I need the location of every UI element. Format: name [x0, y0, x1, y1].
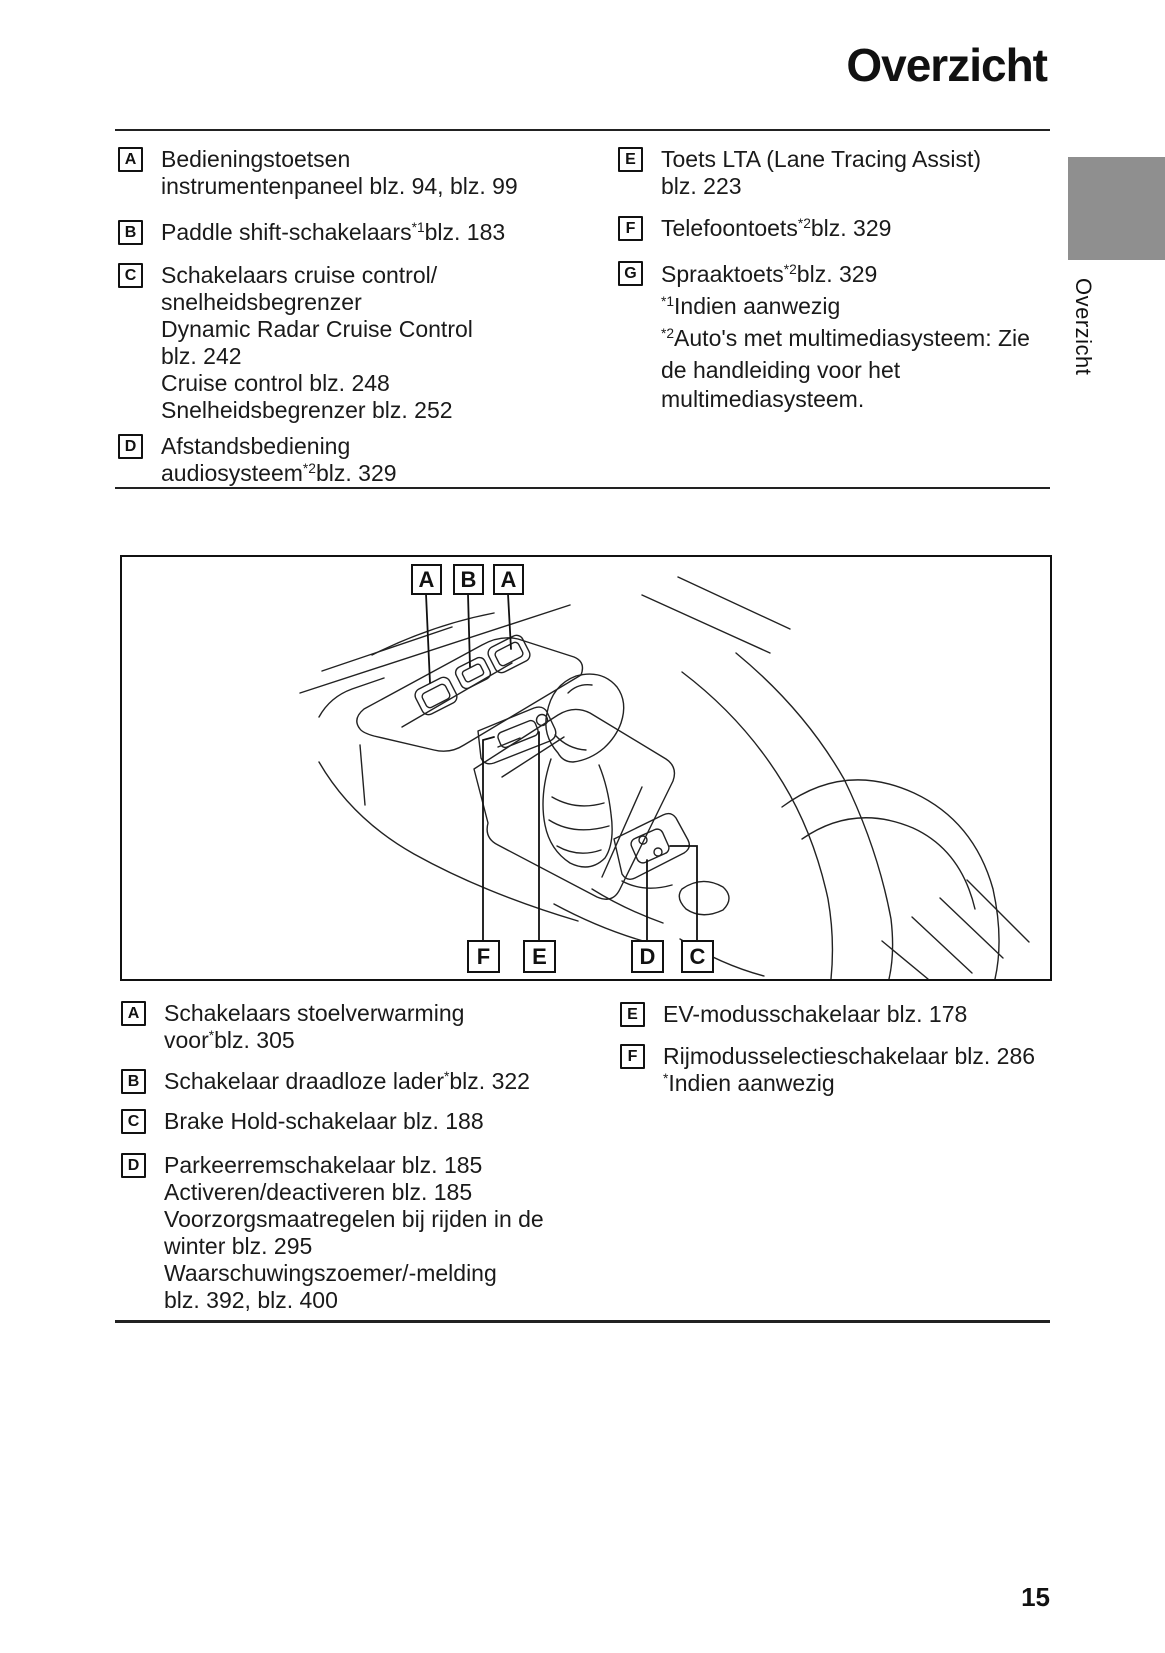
list-item: A Schakelaars stoelverwarming voor*blz. …: [121, 1000, 464, 1057]
list-item: E EV-modusschakelaar blz. 178: [620, 1001, 967, 1028]
callout-label-a2: A: [493, 564, 524, 595]
item-text: EV-modusschakelaar blz. 178: [663, 1001, 968, 1027]
list-item: A Bedieningstoetsen instrumentenpaneel b…: [118, 146, 518, 200]
item-text: Schakelaars stoelverwarming voor*blz. 30…: [164, 1000, 465, 1053]
callout-label-b: B: [453, 564, 484, 595]
item-letter-box: F: [620, 1044, 645, 1069]
list-item: D Parkeerremschakelaar blz. 185 Activere…: [121, 1152, 544, 1314]
item-letter-box: B: [121, 1069, 146, 1094]
list-item: C Schakelaars cruise control/ snelheidsb…: [118, 262, 473, 424]
item-letter-box: E: [618, 147, 643, 172]
item-text: Toets LTA (Lane Tracing Assist) blz. 223: [661, 146, 982, 199]
item-text: Bedieningstoetsen instrumentenpaneel blz…: [161, 146, 518, 199]
chapter-tab: [1068, 157, 1165, 260]
item-text: Parkeerremschakelaar blz. 185 Activeren/…: [164, 1152, 544, 1313]
item-letter-box: A: [121, 1001, 146, 1026]
item-letter-box: D: [121, 1153, 146, 1178]
mid-rule: [115, 487, 1050, 489]
item-text: Brake Hold-schakelaar blz. 188: [164, 1108, 484, 1134]
bottom-rule: [115, 1320, 1050, 1323]
console-diagram: A B A F E D C: [120, 555, 1052, 981]
console-drawing: [299, 576, 1030, 979]
list-item: B Paddle shift-schakelaars*1blz. 183: [118, 219, 505, 249]
callout-label-a1: A: [411, 564, 442, 595]
item-letter-box: D: [118, 434, 143, 459]
list-item: B Schakelaar draadloze lader*blz. 322: [121, 1068, 530, 1098]
item-text: Rijmodusselectieschakelaar blz. 286 *Ind…: [663, 1043, 1036, 1096]
item-letter-box: F: [618, 216, 643, 241]
item-letter-box: C: [118, 263, 143, 288]
page-title: Overzicht: [846, 39, 1048, 91]
list-item: G Spraaktoets*2blz. 329 *1Indien aanwezi…: [618, 260, 1030, 414]
item-text: Spraaktoets*2blz. 329 *1Indien aanwezig …: [661, 261, 1030, 412]
page-number: 15: [1021, 1582, 1050, 1612]
list-item: F Telefoontoets*2blz. 329: [618, 215, 891, 245]
item-text: Paddle shift-schakelaars*1blz. 183: [161, 219, 506, 245]
item-text: Schakelaars cruise control/ snelheidsbeg…: [161, 262, 473, 423]
list-item: F Rijmodusselectieschakelaar blz. 286 *I…: [620, 1043, 1035, 1100]
item-letter-box: G: [618, 261, 643, 286]
top-rule: [115, 129, 1050, 131]
list-item: C Brake Hold-schakelaar blz. 188: [121, 1108, 484, 1135]
item-letter-box: E: [620, 1002, 645, 1027]
item-text: Afstandsbediening audiosysteem*2blz. 329: [161, 433, 397, 486]
item-letter-box: A: [118, 147, 143, 172]
item-text: Telefoontoets*2blz. 329: [661, 215, 892, 241]
item-text: Schakelaar draadloze lader*blz. 322: [164, 1068, 530, 1094]
item-letter-box: B: [118, 220, 143, 245]
chapter-tab-label: Overzicht: [1071, 278, 1096, 376]
callout-label-d: D: [631, 940, 664, 973]
callout-leader-lines: [425, 593, 698, 941]
list-item: D Afstandsbediening audiosysteem*2blz. 3…: [118, 433, 397, 490]
callout-label-e: E: [523, 940, 556, 973]
item-letter-box: C: [121, 1109, 146, 1134]
callout-label-c: C: [681, 940, 714, 973]
callout-label-f: F: [467, 940, 500, 973]
list-item: E Toets LTA (Lane Tracing Assist) blz. 2…: [618, 146, 981, 200]
